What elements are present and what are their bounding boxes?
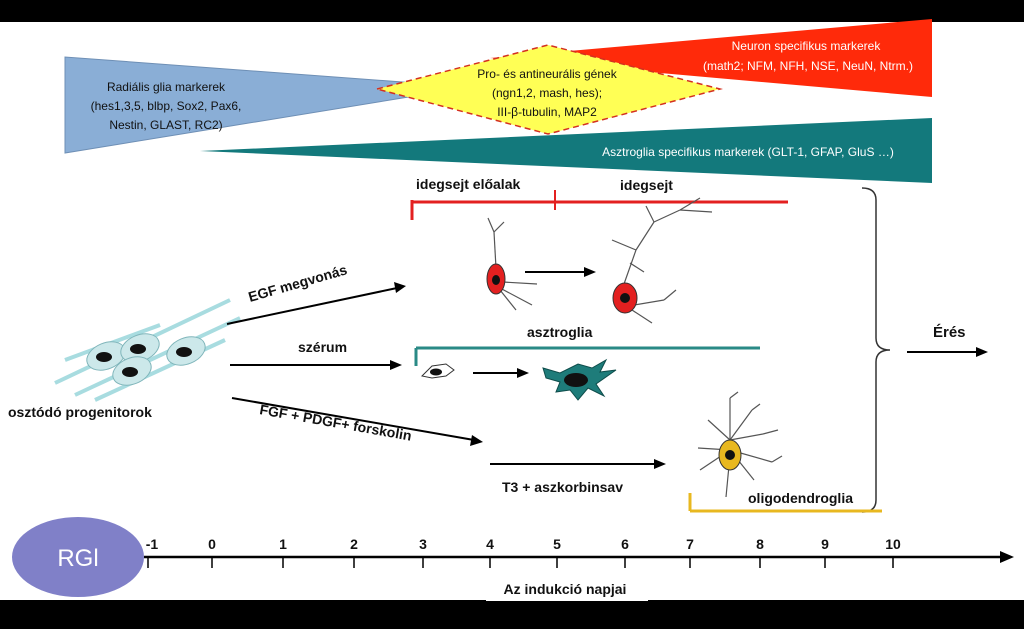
astroglia-precursor-icon bbox=[420, 363, 455, 379]
radial-glia-line3: Nestin, GLAST, RC2) bbox=[109, 118, 222, 132]
tick-label: 10 bbox=[885, 536, 901, 552]
oligodendrocyte-icon bbox=[697, 391, 783, 498]
oligodendroglia-label: oligodendroglia bbox=[748, 490, 853, 506]
astrocyte-icon bbox=[542, 358, 617, 401]
maturation-brace bbox=[861, 187, 891, 513]
tick-label: 1 bbox=[279, 536, 287, 552]
astroglia-marker-triangle bbox=[200, 118, 932, 183]
t3-arrow bbox=[490, 459, 666, 469]
rgl-label: RGl bbox=[57, 545, 98, 572]
tick-label: 9 bbox=[821, 536, 829, 552]
progenitors-label: osztódó progenitorok bbox=[8, 404, 152, 420]
neuron-icon bbox=[611, 197, 713, 324]
proneural-line2: (ngn1,2, mash, hes); bbox=[492, 86, 602, 100]
proneural-diamond bbox=[374, 44, 723, 135]
neuron-label: idegsejt bbox=[620, 177, 673, 193]
serum-label: szérum bbox=[298, 339, 347, 355]
radial-glia-line2: (hes1,3,5, blbp, Sox2, Pax6, bbox=[91, 99, 242, 113]
rgl-oval bbox=[12, 517, 144, 597]
radial-glia-triangle bbox=[64, 56, 471, 154]
radial-glia-line1: Radiális glia markerek bbox=[107, 80, 226, 94]
proneural-line1: Pro- és antineurális gének bbox=[477, 67, 617, 81]
maturation-arrow bbox=[907, 347, 988, 357]
tick-label: 2 bbox=[350, 536, 358, 552]
t3-label: T3 + aszkorbinsav bbox=[502, 479, 623, 495]
tick-label: 7 bbox=[686, 536, 694, 552]
tick-label: 3 bbox=[419, 536, 427, 552]
proneural-line3: III-β-tubulin, MAP2 bbox=[497, 105, 597, 119]
fgf-arrow bbox=[231, 397, 483, 446]
neuron-marker-line1: Neuron specifikus markerek bbox=[732, 39, 882, 53]
progenitor-cells-icon bbox=[54, 298, 241, 402]
tick-label: 0 bbox=[208, 536, 216, 552]
tick-label: 6 bbox=[621, 536, 629, 552]
neuron-stage-bar bbox=[410, 190, 788, 220]
precursor-to-neuron-arrow bbox=[525, 267, 596, 277]
axis-title-box bbox=[486, 573, 648, 601]
serum-arrow bbox=[230, 360, 402, 370]
tick-label: 8 bbox=[756, 536, 764, 552]
astroglia-stage-bar bbox=[414, 346, 760, 366]
neuron-precursor-icon bbox=[486, 217, 538, 311]
axis-title: Az indukció napjai bbox=[504, 581, 627, 597]
astroglia-marker-line: Asztroglia specifikus markerek (GLT-1, G… bbox=[602, 145, 894, 159]
tick-label: 5 bbox=[553, 536, 561, 552]
maturation-label: Érés bbox=[933, 324, 966, 341]
egf-arrow bbox=[226, 282, 406, 325]
oligodendroglia-stage-bar bbox=[688, 493, 882, 513]
astroglia-development-arrow bbox=[473, 368, 529, 378]
astroglia-label: asztroglia bbox=[527, 324, 593, 340]
timeline-axis bbox=[144, 551, 1014, 563]
timeline-ticks: -1 0 1 2 3 4 5 6 7 8 9 10 bbox=[146, 536, 901, 568]
tick-label: 4 bbox=[486, 536, 494, 552]
tick-label: -1 bbox=[146, 536, 159, 552]
precursor-label: idegsejt előalak bbox=[416, 176, 520, 192]
neuron-marker-line2: (math2; NFM, NFH, NSE, NeuN, Ntrm.) bbox=[703, 59, 913, 73]
neuron-marker-triangle bbox=[490, 19, 932, 97]
